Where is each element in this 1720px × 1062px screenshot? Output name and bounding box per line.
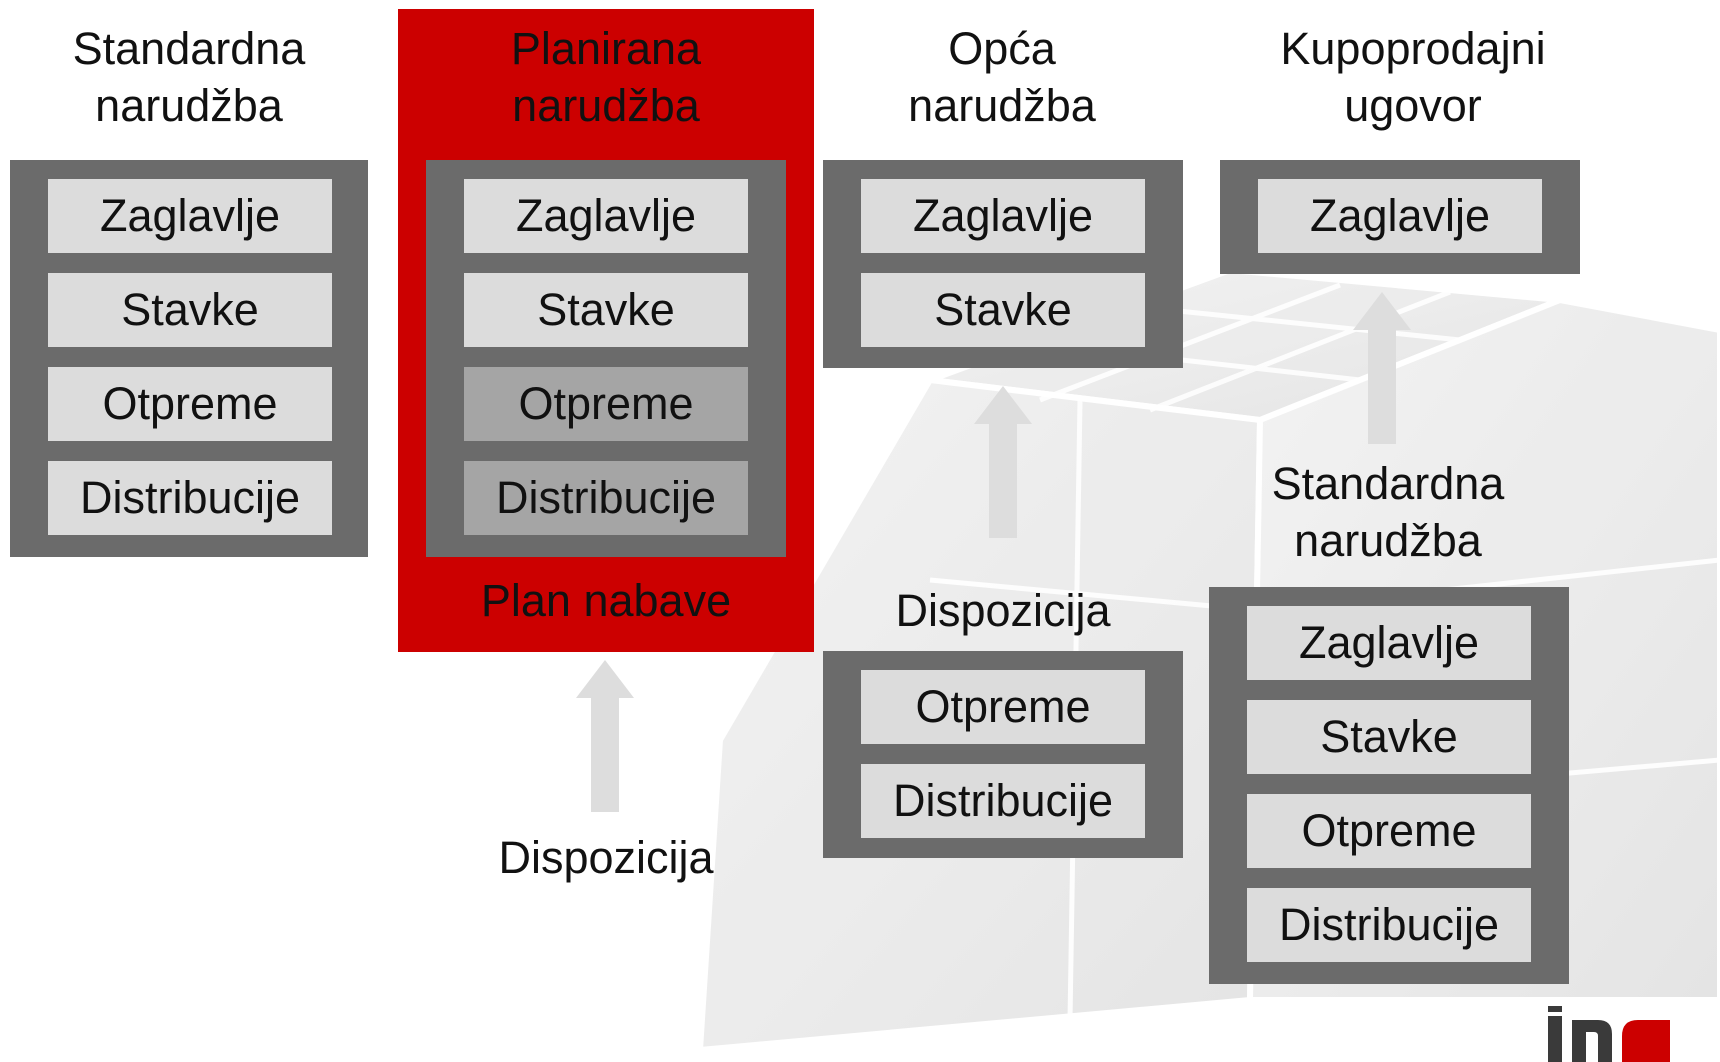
col3-cell-zaglavlje: Zaglavlje — [861, 179, 1145, 253]
col1-cell-otpreme: Otpreme — [48, 367, 332, 441]
col3-source-cell-otpreme: Otpreme — [861, 670, 1145, 744]
col4-source-cell-zaglavlje: Zaglavlje — [1247, 606, 1531, 680]
col1-cell-distribucije: Distribucije — [48, 461, 332, 535]
col1-cell-stavke: Stavke — [48, 273, 332, 347]
col1-title: Standardna narudžba — [10, 20, 368, 134]
col3-panel: Zaglavlje Stavke — [823, 160, 1183, 368]
ina-logo-icon — [1548, 1006, 1670, 1062]
col3-source-label: Dispozicija — [895, 585, 1111, 636]
col2-footer: Plan nabave — [480, 575, 732, 626]
col4-title: Kupoprodajni ugovor — [1220, 20, 1606, 134]
col2-title-text: Planirana narudžba — [510, 23, 702, 131]
col4-panel: Zaglavlje — [1220, 160, 1580, 274]
col1-cell-zaglavlje: Zaglavlje — [48, 179, 332, 253]
col3-up-arrow-icon — [974, 386, 1032, 538]
col4-source-title: Standardna narudžba — [1208, 455, 1568, 569]
col4-source-title-text: Standardna narudžba — [1271, 458, 1505, 566]
col1-title-text: Standardna narudžba — [72, 23, 306, 131]
col4-source-cell-otpreme: Otpreme — [1247, 794, 1531, 868]
col3-cell-stavke: Stavke — [861, 273, 1145, 347]
col2-cell-zaglavlje: Zaglavlje — [464, 179, 748, 253]
col4-cell-zaglavlje: Zaglavlje — [1258, 179, 1542, 253]
col4-source-cell-stavke: Stavke — [1247, 700, 1531, 774]
col2-cell-otpreme: Otpreme — [464, 367, 748, 441]
col4-source-panel: Zaglavlje Stavke Otpreme Distribucije — [1209, 587, 1569, 984]
col3-source-cell-distribucije: Distribucije — [861, 764, 1145, 838]
col2-source-label: Dispozicija — [498, 832, 714, 883]
col2-panel: Zaglavlje Stavke Otpreme Distribucije — [426, 160, 786, 557]
col4-source-cell-distribucije: Distribucije — [1247, 888, 1531, 962]
col2-cell-stavke: Stavke — [464, 273, 748, 347]
col3-title-text: Opća narudžba — [908, 23, 1096, 131]
col3-title: Opća narudžba — [823, 20, 1181, 134]
col2-cell-distribucije: Distribucije — [464, 461, 748, 535]
col4-up-arrow-icon — [1353, 292, 1411, 444]
col1-panel: Zaglavlje Stavke Otpreme Distribucije — [10, 160, 368, 557]
col2-up-arrow-icon — [576, 660, 634, 812]
col3-source-panel: Otpreme Distribucije — [823, 651, 1183, 858]
col4-title-text: Kupoprodajni ugovor — [1280, 23, 1546, 131]
col2-title: Planirana narudžba — [398, 20, 814, 134]
